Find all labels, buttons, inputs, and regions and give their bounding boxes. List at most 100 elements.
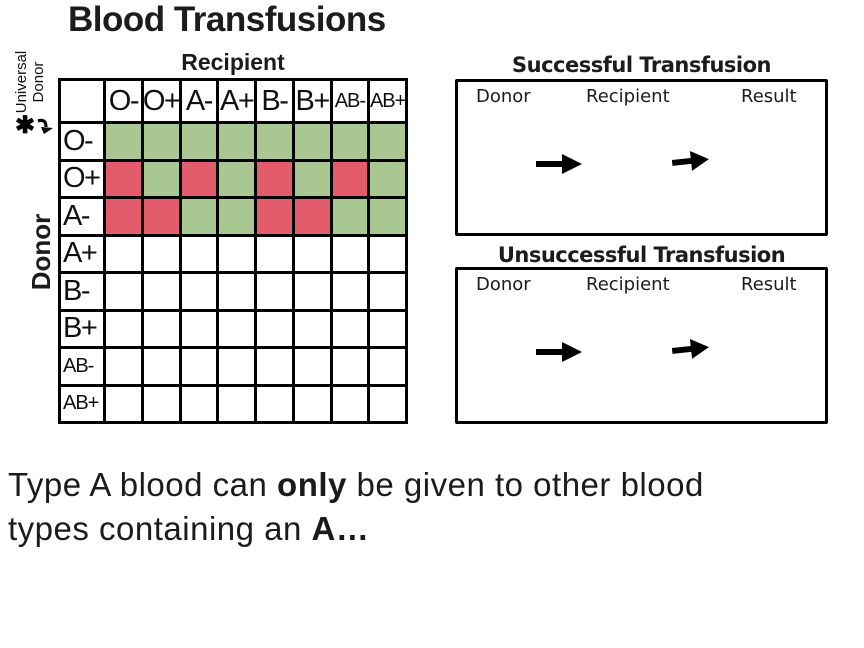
cell-AB--B+ [294,349,330,384]
successful-recipient-header: Recipient [586,86,670,107]
arrow-icon-donor-to-recipient [536,342,582,362]
cell-O+-A- [181,161,217,196]
row-header-AB-: AB- [61,349,103,384]
cell-O+-A+ [219,161,254,196]
row-header-AB+: AB+ [61,386,103,421]
cell-AB+-AB+ [370,386,405,421]
cell-B+-O+ [143,311,179,346]
cell-B+-O- [106,311,141,346]
cell-B+-AB- [332,311,368,346]
cell-O--O- [106,124,141,159]
unsuccessful-panel: Donor Recipient Result [455,267,828,424]
cell-A--AB- [332,199,368,234]
cell-A+-O- [106,236,141,271]
asterisk-icon: ✱ [15,112,36,139]
cell-O+-B+ [294,161,330,196]
successful-donor-header: Donor [476,86,531,107]
col-header-A-: A- [181,81,217,121]
caption-segment: A… [311,510,370,547]
cell-B--AB- [332,274,368,309]
row-header-B+: B+ [61,311,103,346]
cell-A--B- [257,199,292,234]
col-header-O-: O- [106,81,141,121]
cell-B--O+ [143,274,179,309]
cell-B--O- [106,274,141,309]
row-header-A+: A+ [61,236,103,271]
cell-AB+-O+ [143,386,179,421]
unsuccessful-recipient-header: Recipient [586,274,670,295]
compatibility-grid: O-O+A-A+B-B+AB-AB+O-O+A-A+B-B+AB-AB+ [58,78,408,424]
cell-O+-AB+ [370,161,405,196]
cell-B--A- [181,274,217,309]
unsuccessful-result-header: Result [741,274,797,295]
cell-A+-A+ [219,236,254,271]
cell-A+-AB+ [370,236,405,271]
cell-AB--O+ [143,349,179,384]
row-header-O-: O- [61,124,103,159]
cell-AB+-A- [181,386,217,421]
arrow-icon-recipient-to-result [671,151,709,171]
row-header-B-: B- [61,274,103,309]
cell-A+-A- [181,236,217,271]
col-header-B+: B+ [294,81,330,121]
cell-B--AB+ [370,274,405,309]
cell-O--B+ [294,124,330,159]
cell-O--AB+ [370,124,405,159]
grid-corner-cell [61,81,103,121]
cell-A--A- [181,199,217,234]
recipient-axis-label: Recipient [181,49,285,75]
donor-axis-label: Donor [26,213,56,291]
row-header-O+: O+ [61,161,103,196]
cell-B--B+ [294,274,330,309]
cell-AB--A+ [219,349,254,384]
caption-segment: Type A blood can [8,466,278,503]
cell-AB--A- [181,349,217,384]
cell-AB--O- [106,349,141,384]
cell-AB--AB- [332,349,368,384]
curved-arrow-icon [37,118,54,134]
successful-result-header: Result [741,86,797,107]
unsuccessful-panel-title: Unsuccessful Transfusion [497,243,786,267]
cell-B+-AB+ [370,311,405,346]
cell-B+-B- [257,311,292,346]
cell-O+-AB- [332,161,368,196]
cell-AB--B- [257,349,292,384]
cell-A+-O+ [143,236,179,271]
cell-O--A- [181,124,217,159]
cell-B--B- [257,274,292,309]
universal-donor-marker: ✱ [15,114,54,138]
cell-B--A+ [219,274,254,309]
cell-O+-B- [257,161,292,196]
universal-donor-note-line2: Donor [30,61,47,103]
cell-A--A+ [219,199,254,234]
cell-AB+-A+ [219,386,254,421]
successful-panel: Donor Recipient Result [455,79,828,236]
cell-O--O+ [143,124,179,159]
cell-O+-O+ [143,161,179,196]
cell-B+-A+ [219,311,254,346]
cell-A--O- [106,199,141,234]
cell-A+-B+ [294,236,330,271]
page-title: Blood Transfusions [68,0,386,39]
cell-AB--AB+ [370,349,405,384]
cell-A+-B- [257,236,292,271]
cell-A--B+ [294,199,330,234]
col-header-A+: A+ [219,81,254,121]
cell-O--B- [257,124,292,159]
cell-AB+-B+ [294,386,330,421]
cell-B+-A- [181,311,217,346]
cell-A--O+ [143,199,179,234]
cell-O--A+ [219,124,254,159]
cell-A+-AB- [332,236,368,271]
cell-AB+-B- [257,386,292,421]
caption-segment: be given to other blood [346,466,704,503]
successful-panel-title: Successful Transfusion [512,53,771,77]
caption-segment: only [277,466,347,503]
cell-O--AB- [332,124,368,159]
col-header-O+: O+ [143,81,179,121]
col-header-AB-: AB- [332,81,368,121]
row-header-A-: A- [61,199,103,234]
cell-A--AB+ [370,199,405,234]
universal-donor-note: Universal Donor [13,41,51,123]
